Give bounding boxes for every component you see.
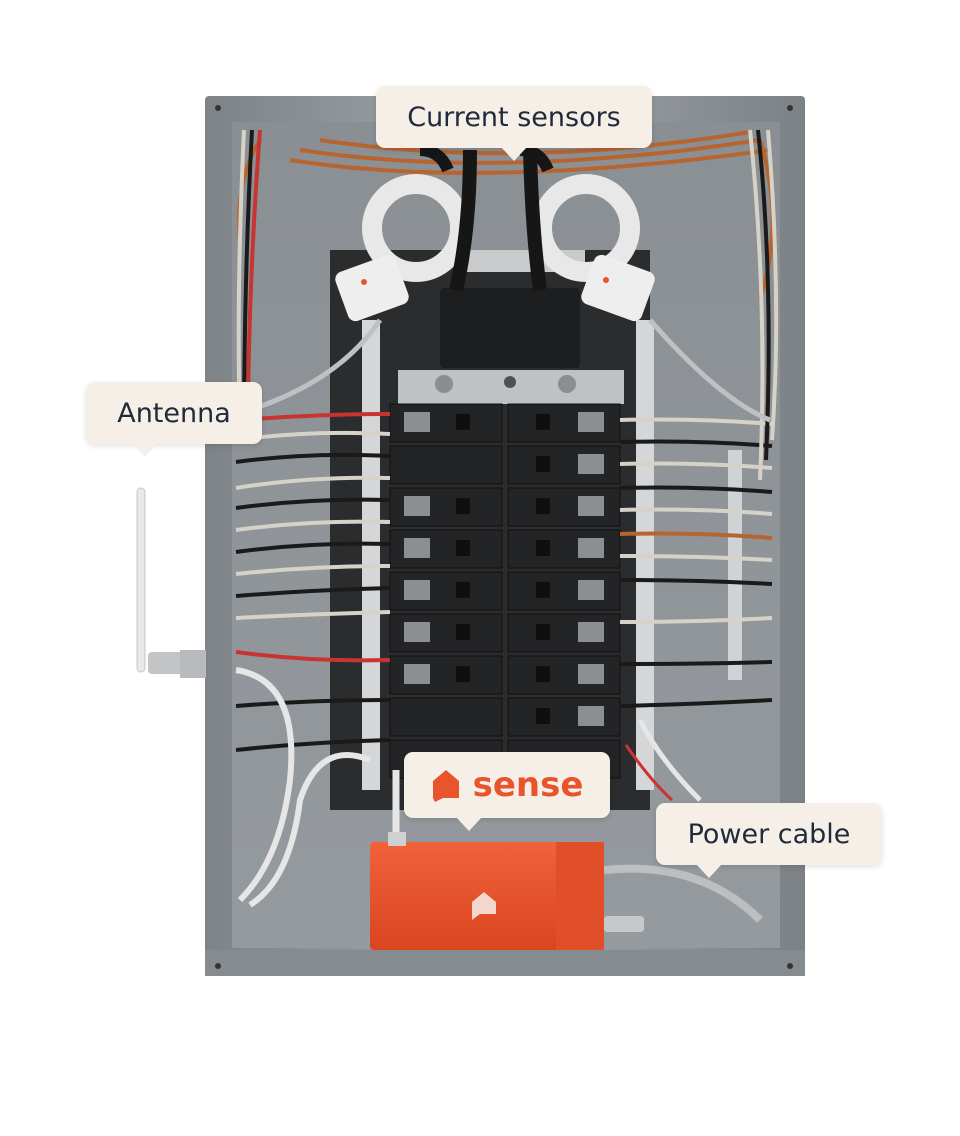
antenna-label: Antenna <box>117 397 231 429</box>
current-sensors-label: Current sensors <box>407 101 621 133</box>
wires-right <box>619 417 773 708</box>
wires-left <box>235 412 391 752</box>
power-cable-label: Power cable <box>687 818 851 850</box>
breakers-left <box>389 403 503 779</box>
sense-logo-callout: sense <box>404 752 610 831</box>
antenna-callout: Antenna <box>86 382 262 457</box>
main-breaker <box>440 288 580 368</box>
copper-wires <box>237 130 775 301</box>
house-icon <box>432 770 459 802</box>
ground-bar <box>728 450 742 680</box>
antenna <box>136 487 206 678</box>
power-cable-callout: Power cable <box>656 803 882 878</box>
neutral-bar-left <box>362 320 380 790</box>
current-sensors-callout: Current sensors <box>376 86 652 161</box>
sense-monitor <box>370 832 644 950</box>
brand-name: sense <box>472 765 584 805</box>
